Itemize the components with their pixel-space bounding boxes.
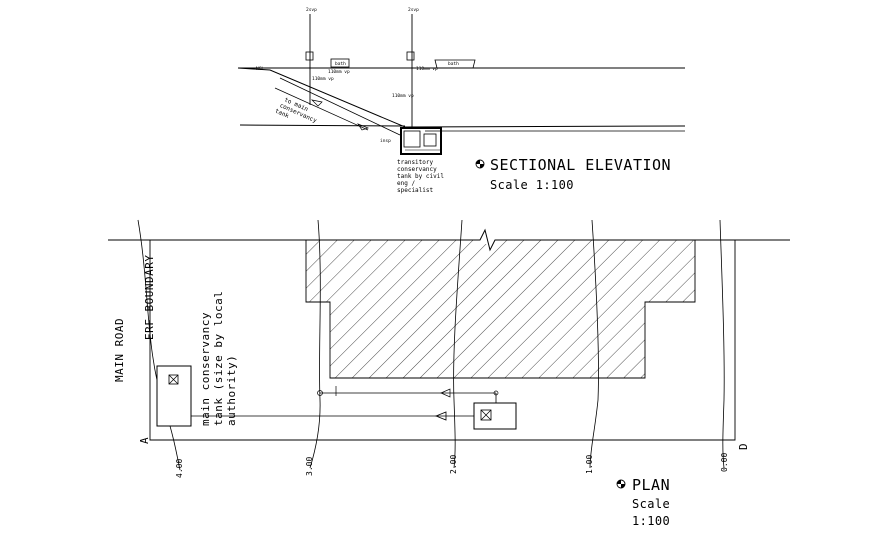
main-road-label: MAIN ROAD bbox=[113, 318, 126, 382]
contour-label-0: 0.00 bbox=[720, 453, 729, 472]
drain-pipe-line bbox=[279, 77, 401, 136]
erf-boundary bbox=[149, 240, 736, 441]
main-tank bbox=[156, 365, 192, 427]
tank-note: main conservancy tank (size by local aut… bbox=[199, 291, 238, 426]
svg-text:tank (size by local: tank (size by local bbox=[212, 291, 225, 426]
contour-label-3: 3.00 bbox=[305, 457, 314, 476]
contour-label-4: 4.00 bbox=[175, 459, 184, 478]
vent-point-right bbox=[493, 390, 499, 396]
tag-insp: insp bbox=[380, 138, 391, 144]
plan-title: PLAN bbox=[632, 476, 670, 494]
plan-flow-arrow-2 bbox=[440, 388, 451, 398]
vent-cap-right bbox=[406, 51, 415, 61]
tag-left-top: 2svp bbox=[306, 7, 317, 13]
contour-1 bbox=[589, 219, 599, 469]
plan-view: 4.00 3.00 2.00 1.00 0.00 MAIN ROAD ERF B bbox=[108, 219, 790, 528]
svg-text:main conservancy: main conservancy bbox=[199, 312, 212, 426]
svg-text:conservancy: conservancy bbox=[397, 166, 437, 173]
sectional-elevation: 2svp bath 110mm vp 110mm vp NGL 2svp bat… bbox=[237, 7, 686, 194]
bath-box-right bbox=[434, 59, 476, 69]
section-scale: Scale 1:100 bbox=[490, 178, 574, 192]
transitory-tank-inner-2 bbox=[423, 133, 437, 147]
vent-point-left bbox=[317, 390, 323, 396]
tag-right-top: 2svp bbox=[408, 7, 419, 13]
tag-left-note: 110mm vp bbox=[328, 69, 350, 75]
section-title: SECTIONAL ELEVATION bbox=[490, 156, 671, 174]
plan-scale-line2: 1:100 bbox=[632, 514, 670, 528]
transitory-tank-label: transitory conservancy tank by civil eng… bbox=[397, 159, 444, 194]
tag-left-box: bath bbox=[335, 61, 346, 67]
svg-text:transitory: transitory bbox=[397, 159, 434, 166]
svg-text:specialist: specialist bbox=[397, 187, 434, 194]
break-mask bbox=[473, 236, 499, 244]
contour-2 bbox=[453, 219, 463, 469]
section-marker-icon bbox=[475, 159, 485, 169]
tag-right-box: bath bbox=[448, 61, 459, 67]
bath-box-left bbox=[330, 58, 350, 68]
transitory-tank bbox=[400, 127, 442, 155]
break-symbol bbox=[470, 228, 505, 252]
transitory-tank-marker-icon bbox=[480, 409, 492, 421]
svg-text:eng /: eng / bbox=[397, 180, 415, 187]
svg-text:authority): authority) bbox=[225, 355, 238, 426]
transitory-tank-inner bbox=[403, 130, 421, 148]
ground-line bbox=[237, 67, 686, 128]
section-start-marker: A bbox=[138, 437, 151, 444]
plan-flow-arrow bbox=[434, 411, 447, 421]
contour-label-2: 2.00 bbox=[449, 455, 458, 474]
tag-right-note: 110mm vp bbox=[392, 93, 414, 99]
building-footprint bbox=[305, 239, 696, 379]
tag-ngl: NGL bbox=[256, 66, 264, 72]
contour-0 bbox=[719, 219, 725, 469]
flow-arrow bbox=[310, 99, 323, 107]
erf-boundary-label: ERF BOUNDARY bbox=[143, 255, 156, 340]
plan-marker-icon bbox=[616, 479, 626, 489]
transitory-tank-plan bbox=[473, 402, 517, 430]
tag-left-vp: 110mm vp bbox=[312, 76, 334, 82]
contour-3 bbox=[309, 219, 321, 469]
tag-mid-vp: 110mm vp bbox=[416, 66, 438, 72]
ground-line-lower bbox=[239, 124, 406, 127]
plan-scale-line1: Scale bbox=[632, 497, 670, 511]
drain-pipe-line-2 bbox=[274, 87, 369, 131]
vent-cap-left bbox=[305, 51, 314, 61]
main-tank-marker-icon bbox=[168, 374, 179, 385]
svg-text:tank by civil: tank by civil bbox=[397, 173, 444, 180]
flow-arrow-2 bbox=[357, 123, 370, 131]
contour-label-1: 1.00 bbox=[585, 455, 594, 474]
section-end-marker: D bbox=[737, 443, 750, 450]
